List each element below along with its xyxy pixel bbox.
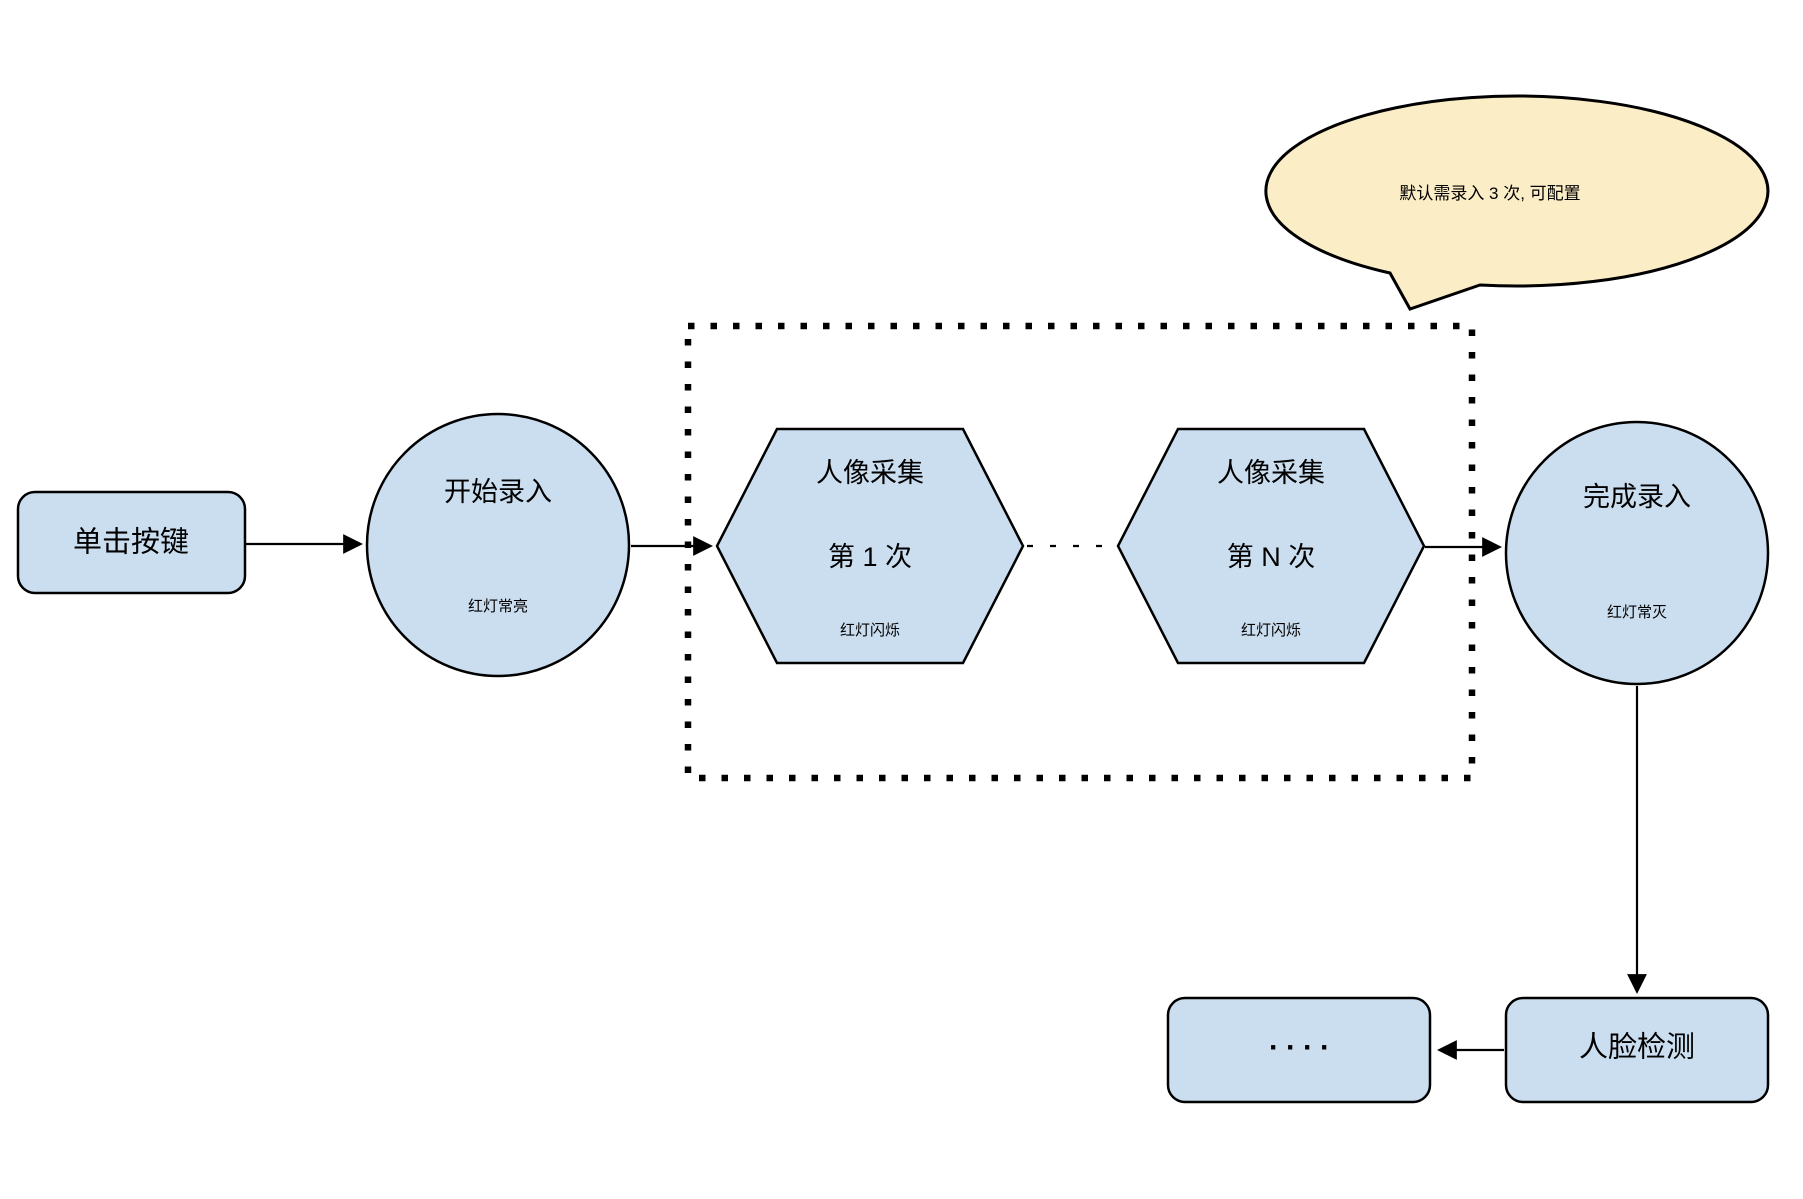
- start-enroll-subtitle: 红灯常亮: [467, 598, 529, 615]
- callout-bubble-shape: [1264, 94, 1770, 311]
- capture-nth-node-shape: [1116, 427, 1426, 665]
- ellipsis-node-shape: [1166, 996, 1432, 1104]
- finish-enroll-title: 完成录入: [1583, 481, 1691, 512]
- capture-first-node-shape: [715, 427, 1025, 665]
- capture-first-count: 第 1 次: [827, 541, 913, 572]
- capture-first-subtitle: 红灯闪烁: [839, 622, 901, 639]
- capture-nth-count: 第 N 次: [1226, 541, 1316, 572]
- ellipsis-node-label: ····: [1269, 1031, 1337, 1064]
- finish-enroll-subtitle: 红灯常灭: [1606, 604, 1668, 621]
- start-enroll-node-shape: [365, 412, 631, 678]
- finish-enroll-node-shape: [1504, 420, 1770, 686]
- callout-text: 默认需录入 3 次, 可配置: [1399, 183, 1581, 203]
- capture-first-title: 人像采集: [816, 457, 924, 488]
- click-button-label: 单击按键: [72, 526, 190, 559]
- capture-nth-subtitle: 红灯闪烁: [1240, 622, 1302, 639]
- face-detect-label: 人脸检测: [1578, 1031, 1696, 1064]
- face-detect-node-shape: [1504, 996, 1770, 1104]
- capture-nth-title: 人像采集: [1217, 457, 1325, 488]
- click-button-node-shape: [16, 490, 247, 595]
- start-enroll-title: 开始录入: [444, 476, 552, 507]
